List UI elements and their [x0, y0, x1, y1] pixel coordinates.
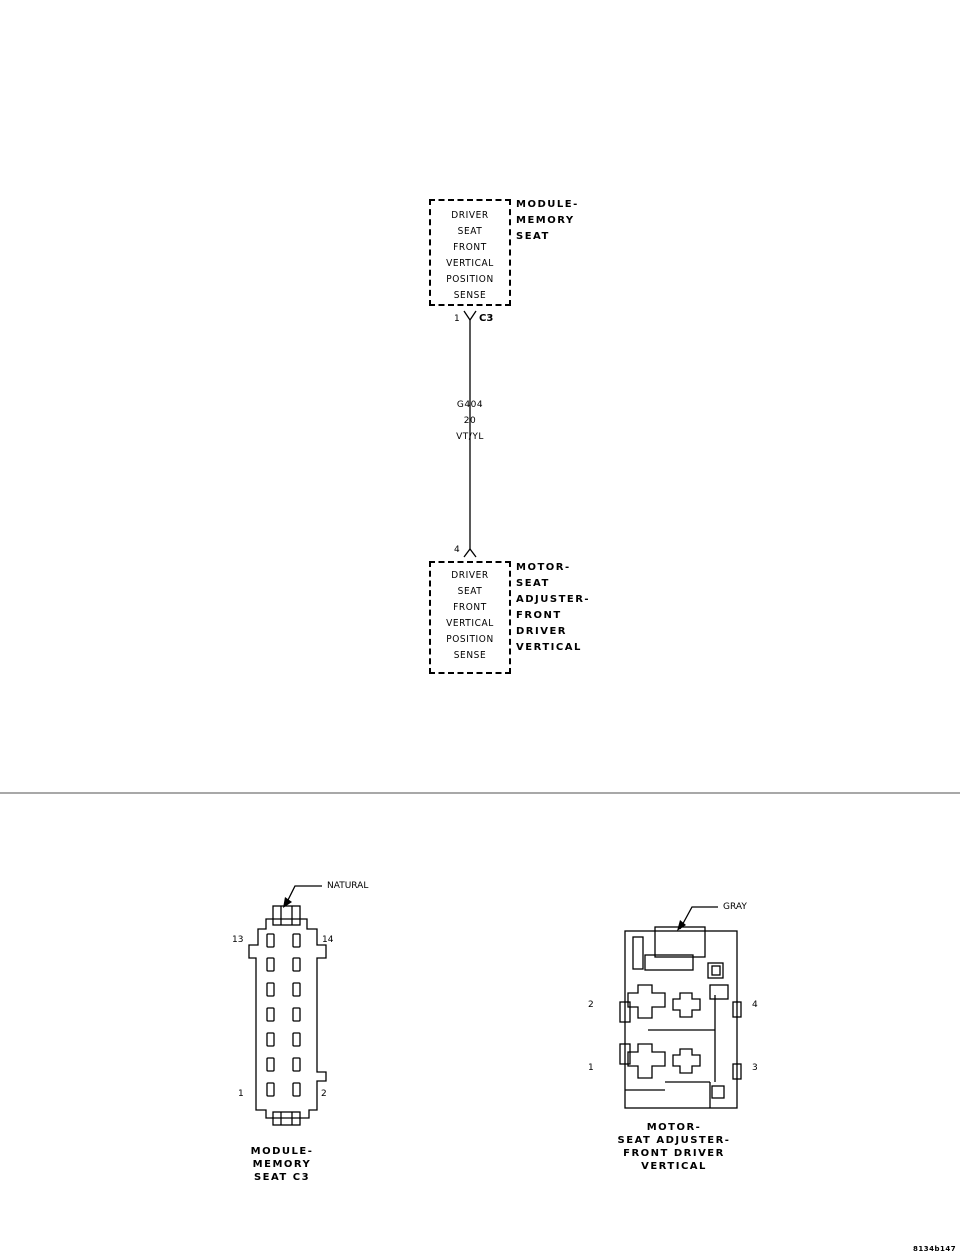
module-name-line: MEMORY	[516, 215, 575, 226]
connector-pin4-symbol	[463, 547, 477, 558]
motor-name-line: ADJUSTER-	[516, 594, 591, 605]
module-caption-line: SEAT C3	[253, 1172, 311, 1183]
motor-caption-line: FRONT DRIVER	[623, 1148, 725, 1159]
wire-circuit: G404	[456, 400, 484, 410]
motor-name-line: SEAT	[516, 578, 550, 589]
motor-name-line: VERTICAL	[516, 642, 582, 653]
top-box-line: DRIVER	[451, 210, 489, 221]
top-box-line: VERTICAL	[446, 258, 494, 269]
module-memory-seat-label: MODULE- MEMORY SEAT	[516, 197, 579, 245]
natural-leader-arrow	[283, 897, 292, 908]
motor-connector-drawing	[619, 906, 742, 1109]
pin-label-1-motor: 1	[588, 1063, 594, 1073]
motor-seat-adjuster-box: DRIVER SEAT FRONT VERTICAL POSITION SENS…	[429, 561, 511, 674]
module-caption-line: MEMORY	[252, 1159, 312, 1170]
pin-label-1: 1	[238, 1089, 244, 1099]
connector-c3-label: C3	[479, 313, 494, 324]
pin-label-4-motor: 4	[752, 1000, 758, 1010]
module-connector-caption: MODULE- MEMORY SEAT C3	[232, 1145, 332, 1184]
module-connector-drawing	[248, 885, 327, 1126]
gray-leader-arrow	[677, 920, 686, 931]
top-box-line: SENSE	[453, 290, 487, 301]
motor-connector-caption: MOTOR- SEAT ADJUSTER- FRONT DRIVER VERTI…	[594, 1121, 754, 1173]
bottom-box-line: DRIVER	[451, 570, 489, 581]
bottom-box-line: SENSE	[453, 650, 487, 661]
gray-color-label: GRAY	[723, 902, 747, 912]
motor-caption-line: MOTOR-	[646, 1122, 702, 1133]
natural-color-label: NATURAL	[327, 881, 369, 891]
wire-label: G404 20 VT/YL	[440, 397, 500, 445]
motor-name-line: FRONT	[516, 610, 562, 621]
pin-label-3-motor: 3	[752, 1063, 758, 1073]
bottom-box-line: FRONT	[453, 602, 487, 613]
pin-label-14: 14	[322, 935, 334, 945]
pin-label-13: 13	[232, 935, 244, 945]
wire-color: VT/YL	[456, 432, 484, 442]
motor-name-line: DRIVER	[516, 626, 567, 637]
connector-c3-symbol	[463, 310, 477, 322]
bottom-box-line: SEAT	[457, 586, 483, 597]
module-caption-line: MODULE-	[250, 1146, 314, 1157]
motor-name-line: MOTOR-	[516, 562, 571, 573]
bottom-box-line: VERTICAL	[446, 618, 494, 629]
module-memory-seat-box: DRIVER SEAT FRONT VERTICAL POSITION SENS…	[429, 199, 511, 306]
bottom-box-text: DRIVER SEAT FRONT VERTICAL POSITION SENS…	[431, 568, 509, 664]
top-box-text: DRIVER SEAT FRONT VERTICAL POSITION SENS…	[431, 208, 509, 304]
module-name-line: MODULE-	[516, 199, 579, 210]
motor-caption-line: SEAT ADJUSTER-	[617, 1135, 731, 1146]
top-box-line: POSITION	[446, 274, 494, 285]
bottom-box-line: POSITION	[446, 634, 494, 645]
top-box-line: SEAT	[457, 226, 483, 237]
motor-seat-adjuster-label: MOTOR- SEAT ADJUSTER- FRONT DRIVER VERTI…	[516, 560, 590, 656]
wire-gauge: 20	[463, 416, 477, 426]
pin-label-2: 2	[321, 1089, 327, 1099]
top-box-line: FRONT	[453, 242, 487, 253]
pin-label-2-motor: 2	[588, 1000, 594, 1010]
motor-caption-line: VERTICAL	[641, 1161, 707, 1172]
figure-id: 8134b147	[913, 1245, 957, 1253]
module-name-line: SEAT	[516, 231, 550, 242]
bottom-pin-number: 4	[454, 545, 460, 555]
top-pin-number: 1	[454, 314, 460, 324]
